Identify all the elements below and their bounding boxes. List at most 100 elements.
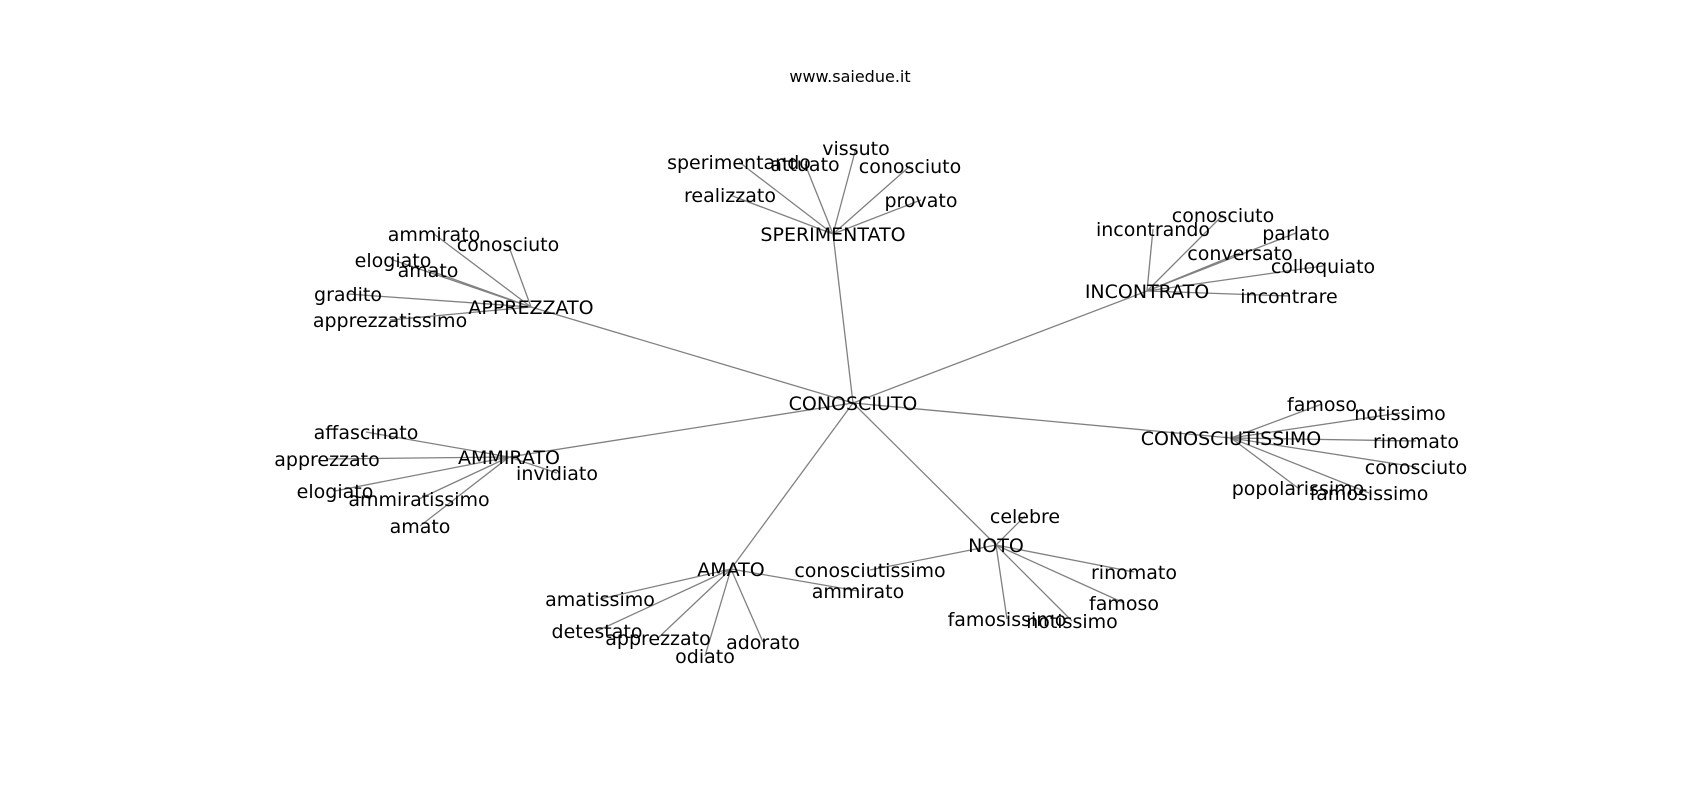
edge-amato-adorato [730, 568, 764, 643]
node-apprezzato: APPREZZATO [468, 297, 593, 319]
node-conosciutissimo: CONOSCIUTISSIMO [1141, 428, 1322, 450]
edge-center-apprezzato [530, 306, 854, 404]
node-leaf-amatissimo: amatissimo [545, 589, 655, 611]
node-leaf-conosciuto: conosciuto [1172, 205, 1274, 227]
node-leaf-odiato: odiato [675, 646, 735, 668]
node-leaf-conversato: conversato [1187, 243, 1292, 265]
node-leaf-apprezzato: apprezzato [274, 449, 380, 471]
node-ammirato: AMMIRATO [458, 447, 560, 469]
edge-center-conosciutissimo [852, 402, 1232, 439]
edge-apprezzato-amato [427, 269, 532, 308]
node-leaf-celebre: celebre [990, 506, 1060, 528]
node-leaf-provato: provato [884, 190, 957, 212]
node-leaf-ammiratissimo: ammiratissimo [348, 489, 489, 511]
node-leaf-apprezzatissimo: apprezzatissimo [313, 310, 467, 332]
edge-sperimentato-sperimentando [738, 161, 834, 235]
edge-apprezzato-apprezzatissimo [389, 306, 532, 321]
edge-noto-famosissimo [995, 544, 1008, 620]
edge-incontrato-conversato [1146, 252, 1241, 292]
node-leaf-amato: amato [390, 516, 451, 538]
node-leaf-invidiato: invidiato [516, 463, 598, 485]
edge-sperimentato-attuato [804, 163, 834, 235]
edge-ammirato-invidiato [508, 456, 558, 474]
node-leaf-rinomato: rinomato [1091, 562, 1177, 584]
node-leaf-sperimentando: sperimentando [667, 152, 811, 174]
edge-ammirato-apprezzato [326, 456, 510, 460]
node-leaf-famoso: famoso [1287, 394, 1357, 416]
edge-center-amato [730, 402, 854, 570]
node-leaf-vissuto: vissuto [822, 138, 889, 160]
node-leaf-adorato: adorato [726, 632, 800, 654]
edge-ammirato-ammiratissimo [418, 456, 510, 500]
node-amato: AMATO [697, 559, 764, 581]
node-incontrato: INCONTRATO [1085, 281, 1209, 303]
node-leaf-famosissimo: famosissimo [948, 609, 1067, 631]
edge-incontrato-colloquiato [1146, 265, 1324, 292]
node-leaf-conosciuto: conosciuto [1365, 457, 1467, 479]
node-leaf-conosciuto: conosciuto [457, 234, 559, 256]
graph-edges [326, 147, 1417, 657]
site-title: www.saiedue.it [789, 67, 910, 86]
edge-noto-rinomato [995, 544, 1135, 573]
edge-conosciutissimo-famosissimo [1230, 437, 1370, 494]
edge-apprezzato-conosciuto [507, 243, 532, 308]
edge-conosciutissimo-notissimo [1230, 412, 1401, 439]
edge-apprezzato-gradito [347, 293, 532, 308]
edge-noto-famoso [995, 544, 1125, 604]
node-leaf-ammirato: ammirato [812, 581, 904, 603]
edge-noto-conosciutissimo [869, 544, 997, 571]
edge-noto-celebre [995, 515, 1026, 546]
node-leaf-colloquiato: colloquiato [1271, 256, 1375, 278]
edge-amato-detestato [596, 568, 732, 632]
node-leaf-elogiato: elogiato [355, 250, 432, 272]
edge-incontrato-incontrando [1146, 228, 1154, 292]
edge-sperimentato-vissuto [832, 147, 857, 235]
edge-conosciutissimo-conosciuto [1230, 437, 1417, 468]
edge-conosciutissimo-famoso [1230, 403, 1323, 439]
edge-ammirato-amato [419, 456, 510, 527]
edge-sperimentato-conosciuto [832, 165, 911, 235]
edge-noto-notissimo [995, 544, 1073, 622]
node-leaf-notissimo: notissimo [1026, 611, 1118, 633]
edge-conosciutissimo-rinomato [1230, 437, 1417, 442]
node-leaf-famosissimo: famosissimo [1310, 483, 1429, 505]
edge-ammirato-elogiato [334, 456, 510, 492]
edge-center-sperimentato [832, 233, 854, 404]
node-leaf-affascinato: affascinato [314, 422, 419, 444]
node-leaf-parlato: parlato [1262, 223, 1330, 245]
node-leaf-notissimo: notissimo [1354, 403, 1446, 425]
node-leaf-incontrare: incontrare [1240, 286, 1337, 308]
edge-center-noto [852, 402, 997, 546]
edge-center-ammirato [508, 402, 854, 458]
node-leaf-realizzato: realizzato [684, 185, 776, 207]
node-leaf-apprezzato: apprezzato [605, 628, 711, 650]
node-leaf-conosciutissimo: conosciutissimo [794, 560, 945, 582]
edge-amato-apprezzato [657, 568, 732, 639]
edge-amato-odiato [704, 568, 732, 657]
node-center: CONOSCIUTO [789, 393, 918, 415]
edge-apprezzato-ammirato [433, 233, 532, 308]
node-leaf-conosciuto: conosciuto [859, 156, 961, 178]
node-leaf-ammirato: ammirato [388, 224, 480, 246]
edge-sperimentato-provato [832, 199, 922, 235]
node-leaf-popolarissimo: popolarissimo [1232, 478, 1365, 500]
node-sperimentato: SPERIMENTATO [760, 224, 905, 246]
edge-incontrato-conosciuto [1146, 214, 1224, 292]
edge-conosciutissimo-popolarissimo [1230, 437, 1299, 489]
node-noto: NOTO [968, 535, 1024, 557]
edge-amato-ammirato [730, 568, 859, 592]
edge-incontrato-incontrare [1146, 290, 1290, 297]
node-leaf-amato: amato [398, 260, 459, 282]
node-leaf-incontrando: incontrando [1096, 219, 1210, 241]
node-leaf-famoso: famoso [1089, 593, 1159, 615]
node-leaf-attuato: attuato [770, 154, 839, 176]
node-leaf-rinomato: rinomato [1373, 431, 1459, 453]
graph-labels: CONOSCIUTO SPERIMENTATO sperimentandoattua… [274, 138, 1467, 668]
node-leaf-elogiato: elogiato [297, 481, 374, 503]
edge-ammirato-affascinato [365, 431, 510, 458]
edge-center-incontrato [852, 290, 1148, 404]
node-leaf-detestato: detestato [552, 621, 643, 643]
edge-sperimentato-realizzato [729, 194, 834, 235]
node-leaf-gradito: gradito [314, 284, 382, 306]
